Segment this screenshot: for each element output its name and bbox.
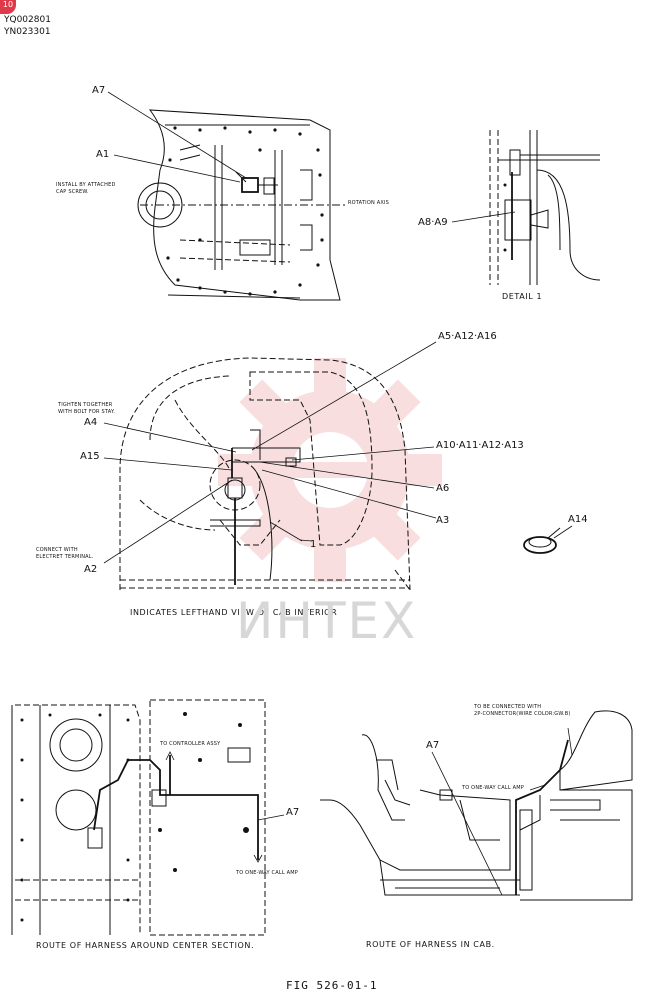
note-rotation-axis: ROTATION AXIS [348, 200, 389, 206]
note-tighten-1: TIGHTEN TOGETHER [58, 402, 113, 408]
label-a7-top: A7 [92, 85, 106, 96]
label-a8-a9: A8·A9 [418, 217, 448, 228]
label-a10-a11-a12-a13: A10·A11·A12·A13 [436, 440, 524, 451]
middle-caption: INDICATES LEFTHAND VIEW OF CAB INTERIOR [130, 608, 338, 617]
top-left-view [107, 91, 345, 301]
note-install-2: CAP SCREW. [56, 189, 89, 195]
note-to-call-amp-right: TO ONE-WAY CALL AMP [462, 785, 524, 791]
detail-view [451, 130, 601, 285]
label-a7-bottom-left: A7 [286, 807, 300, 818]
hose-clamp-a14 [523, 525, 573, 554]
note-tighten-2: WITH BOLT FOR STAY. [58, 409, 116, 415]
label-a7-bottom-right: A7 [426, 740, 440, 751]
bottom-left-caption: ROUTE OF HARNESS AROUND CENTER SECTION. [36, 941, 255, 950]
drawing-code-1: YQ002801 [4, 15, 51, 25]
cab-interior-view [103, 341, 437, 591]
label-a3: A3 [436, 515, 450, 526]
note-connect-2p-2: 2P-CONNECTOR(WIRE COLOR:GW.B) [474, 711, 571, 717]
watermark-text: ИНТЕХ [236, 592, 418, 650]
label-a15: A15 [80, 451, 100, 462]
page-badge: 10 [0, 0, 16, 14]
drawing-code-2: YN023301 [4, 27, 51, 37]
label-a1: A1 [96, 149, 110, 160]
label-a2: A2 [84, 564, 98, 575]
note-connect-2: ELECTRET TERMINAL. [36, 554, 94, 560]
bottom-right-caption: ROUTE OF HARNESS IN CAB. [366, 940, 495, 949]
cab-harness-view [320, 710, 633, 901]
label-a4: A4 [84, 417, 98, 428]
note-to-call-amp-left: TO ONE-WAY CALL AMP [236, 870, 298, 876]
center-section-view [11, 699, 285, 936]
note-to-controller: TO CONTROLLER ASSY [160, 741, 221, 747]
label-a6: A6 [436, 483, 450, 494]
label-pointer-1: 1 [310, 539, 317, 550]
watermark-gear [218, 358, 442, 582]
figure-number: FIG 526-01-1 [286, 979, 378, 992]
note-connect-2p-1: TO BE CONNECTED WITH [474, 704, 542, 710]
label-a5-a12-a16: A5·A12·A16 [438, 331, 497, 342]
note-connect-1: CONNECT WITH [36, 547, 78, 553]
label-a14: A14 [568, 514, 588, 525]
note-install-1: INSTALL BY ATTACHED [56, 182, 116, 188]
detail-caption: DETAIL 1 [502, 292, 543, 301]
